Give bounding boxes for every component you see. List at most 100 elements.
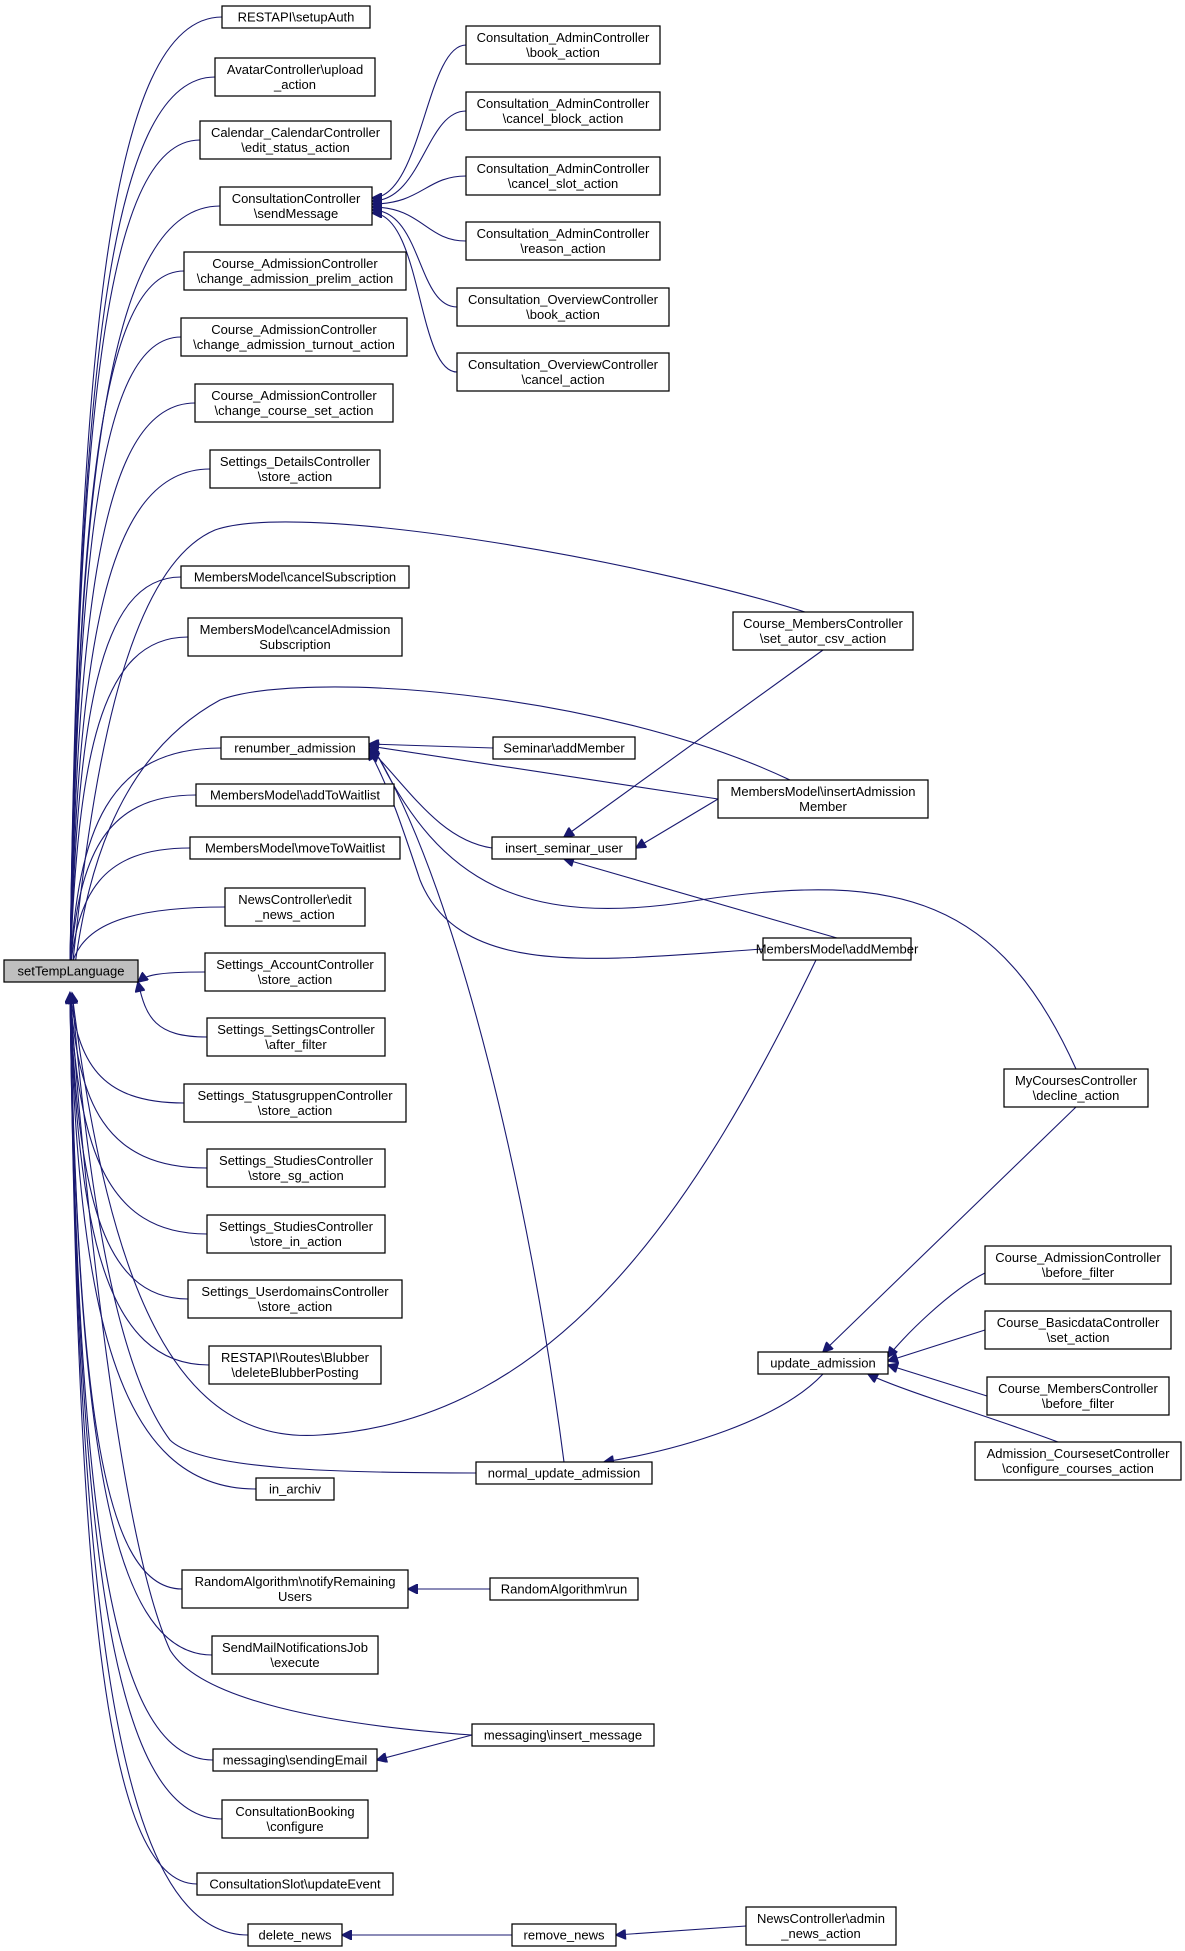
- node-calendar[interactable]: Calendar_CalendarController\edit_status_…: [199, 120, 392, 160]
- node-admTurnout[interactable]: Course_AdmissionController\change_admiss…: [180, 317, 408, 357]
- edge-mmInsertAdm-to-root: [74, 686, 791, 972]
- node-setupAuth[interactable]: RESTAPI\setupAuth: [221, 5, 371, 29]
- node-bdSet[interactable]: Course_BasicdataController\set_action: [984, 1310, 1172, 1350]
- node-myCourses[interactable]: MyCoursesController\decline_action: [1003, 1068, 1149, 1108]
- node-box: [465, 25, 661, 65]
- node-box: [194, 383, 394, 423]
- node-newsAdmin[interactable]: NewsController\admin_news_action: [745, 1906, 897, 1946]
- node-setDetails[interactable]: Settings_DetailsController\store_action: [209, 449, 381, 489]
- node-label: MembersModel\cancelSubscription: [194, 570, 396, 585]
- node-box: [208, 1345, 382, 1385]
- edge-coCancel-to-consSend: [372, 213, 458, 373]
- node-setUserdom[interactable]: Settings_UserdomainsController\store_act…: [187, 1279, 403, 1319]
- node-box: [221, 5, 371, 29]
- node-deleteNews[interactable]: delete_news: [247, 1923, 343, 1947]
- node-consSlot[interactable]: ConsultationSlot\updateEvent: [196, 1872, 394, 1896]
- node-label: MembersModel\addToWaitlist: [210, 788, 380, 803]
- node-normalUpdate[interactable]: normal_update_admission: [475, 1461, 653, 1485]
- node-mmCancelSub[interactable]: MembersModel\cancelSubscription: [180, 565, 410, 589]
- node-label: _news_action: [780, 1926, 861, 1941]
- edge-setSettings-to-root: [138, 982, 208, 1038]
- node-sendMail[interactable]: SendMailNotificationsJob\execute: [211, 1635, 379, 1675]
- node-randRun[interactable]: RandomAlgorithm\run: [489, 1577, 639, 1601]
- node-mmAddMember[interactable]: MembersModel\addMember: [756, 937, 919, 961]
- edge-mmAddMember-to-insertSemUser-line: [564, 859, 838, 939]
- node-box: [762, 937, 912, 961]
- node-label: Course_AdmissionController: [212, 256, 378, 271]
- node-coBook[interactable]: Consultation_OverviewController\book_act…: [456, 287, 670, 327]
- node-label: Settings_DetailsController: [220, 454, 371, 469]
- edge-calendar-to-root: [70, 139, 201, 971]
- node-setStudiesSg[interactable]: Settings_StudiesController\store_sg_acti…: [206, 1148, 386, 1188]
- node-label: \deleteBlubberPosting: [231, 1365, 358, 1380]
- edge-caCancelSlot-to-consSend: [372, 175, 467, 204]
- node-msgInsert[interactable]: messaging\insert_message: [471, 1723, 655, 1747]
- node-setAccount[interactable]: Settings_AccountController\store_action: [204, 952, 386, 992]
- node-avatar[interactable]: AvatarController\upload_action: [214, 57, 376, 97]
- node-acBefore[interactable]: Course_AdmissionController\before_filter: [984, 1245, 1172, 1285]
- node-label: Admission_CoursesetController: [987, 1446, 1170, 1461]
- node-box: [180, 317, 408, 357]
- node-setSettings[interactable]: Settings_SettingsController\after_filter: [206, 1017, 386, 1057]
- node-newsEdit[interactable]: NewsController\edit_news_action: [224, 887, 366, 927]
- node-box: [511, 1923, 617, 1947]
- node-setStudiesIn[interactable]: Settings_StudiesController\store_in_acti…: [206, 1214, 386, 1254]
- node-removeNews[interactable]: remove_news: [511, 1923, 617, 1947]
- edge-mmCancelAdm-to-root: [70, 636, 189, 971]
- node-insertSemUser[interactable]: insert_seminar_user: [491, 836, 637, 860]
- edge-setSettings-to-root-line: [138, 982, 208, 1038]
- node-box: [255, 1477, 335, 1501]
- node-label: \book_action: [526, 307, 600, 322]
- edge-setStudiesSg-to-root-line: [70, 993, 208, 1169]
- node-consBooking[interactable]: ConsultationBooking\configure: [221, 1799, 369, 1839]
- node-box: [187, 617, 403, 657]
- node-mmAddWait[interactable]: MembersModel\addToWaitlist: [195, 783, 395, 807]
- node-label: ConsultationSlot\updateEvent: [209, 1877, 381, 1892]
- node-acsConfigure[interactable]: Admission_CoursesetController\configure_…: [974, 1441, 1182, 1481]
- node-blubber[interactable]: RESTAPI\Routes\Blubber\deleteBlubberPost…: [208, 1345, 382, 1385]
- node-label: normal_update_admission: [488, 1466, 640, 1481]
- node-inArchiv[interactable]: in_archiv: [255, 1477, 335, 1501]
- node-seminarAdd[interactable]: Seminar\addMember: [492, 736, 636, 760]
- node-mmMoveWait[interactable]: MembersModel\moveToWaitlist: [189, 836, 401, 860]
- edge-msgInsert-to-msgSendEmail-line: [377, 1734, 473, 1760]
- edge-renumber-to-root-line: [70, 747, 222, 971]
- node-msgSendEmail[interactable]: messaging\sendingEmail: [212, 1748, 378, 1772]
- node-admCourseSet[interactable]: Course_AdmissionController\change_course…: [194, 383, 394, 423]
- node-root[interactable]: setTempLanguage: [3, 959, 139, 983]
- edge-newsAdmin-to-removeNews: [616, 1925, 747, 1935]
- node-renumber[interactable]: renumber_admission: [220, 736, 370, 760]
- node-cmBefore[interactable]: Course_MembersController\before_filter: [986, 1376, 1170, 1416]
- edge-acBefore-to-updateAdm-line: [888, 1272, 986, 1357]
- node-caBook[interactable]: Consultation_AdminController\book_action: [465, 25, 661, 65]
- edge-sendMail-to-root: [70, 993, 213, 1656]
- edge-admCourseSet-to-root-line: [70, 402, 196, 971]
- node-label: MembersModel\insertAdmission: [731, 784, 916, 799]
- node-consSend[interactable]: ConsultationController\sendMessage: [219, 186, 373, 226]
- node-setStatus[interactable]: Settings_StatusgruppenController\store_a…: [183, 1083, 407, 1123]
- node-box: [717, 779, 929, 819]
- node-label: remove_news: [524, 1928, 605, 1943]
- node-label: Seminar\addMember: [503, 741, 625, 756]
- node-label: Settings_SettingsController: [217, 1022, 375, 1037]
- node-label: Consultation_AdminController: [477, 161, 650, 176]
- node-box: [465, 91, 661, 131]
- node-cmSetAutor[interactable]: Course_MembersController\set_autor_csv_a…: [732, 611, 914, 651]
- node-label: \configure: [266, 1819, 323, 1834]
- edge-cmSetAutor-to-insertSemUser-line: [564, 649, 824, 837]
- node-caReason[interactable]: Consultation_AdminController\reason_acti…: [465, 221, 661, 261]
- node-box: [491, 836, 637, 860]
- node-caCancelBlock[interactable]: Consultation_AdminController\cancel_bloc…: [465, 91, 661, 131]
- node-box: [206, 1017, 386, 1057]
- node-admPrelim[interactable]: Course_AdmissionController\change_admiss…: [183, 251, 407, 291]
- node-updateAdm[interactable]: update_admission: [757, 1351, 889, 1375]
- edge-seminarAdd-to-renumber: [369, 744, 494, 748]
- edges: [70, 16, 1077, 1935]
- node-coCancel[interactable]: Consultation_OverviewController\cancel_a…: [456, 352, 670, 392]
- node-caCancelSlot[interactable]: Consultation_AdminController\cancel_slot…: [465, 156, 661, 196]
- node-label: \after_filter: [265, 1037, 327, 1052]
